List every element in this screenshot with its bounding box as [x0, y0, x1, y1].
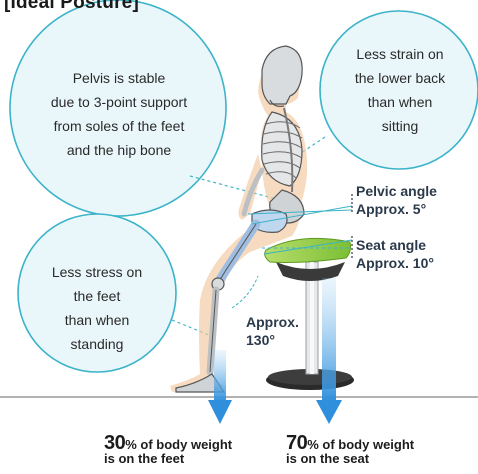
feet-weight-label: 30% of body weight is on the feet — [104, 432, 232, 465]
pelvic-angle-label: Pelvic angle Approx. 5° — [356, 182, 437, 218]
callout-lower-back: Less strain on the lower back than when … — [336, 42, 464, 138]
seat-angle-label: Seat angle Approx. 10° — [356, 236, 434, 272]
page-title: [Ideal Posture] — [4, 0, 139, 14]
knee-angle-label: Approx. 130° — [246, 313, 299, 349]
callout-pelvis: Pelvis is stable due to 3-point support … — [28, 66, 210, 162]
seat-weight-label: 70% of body weight is on the seat — [286, 432, 414, 465]
seat-weight-arrow — [316, 278, 342, 424]
callout-feet: Less stress on the feet than when standi… — [30, 260, 164, 356]
